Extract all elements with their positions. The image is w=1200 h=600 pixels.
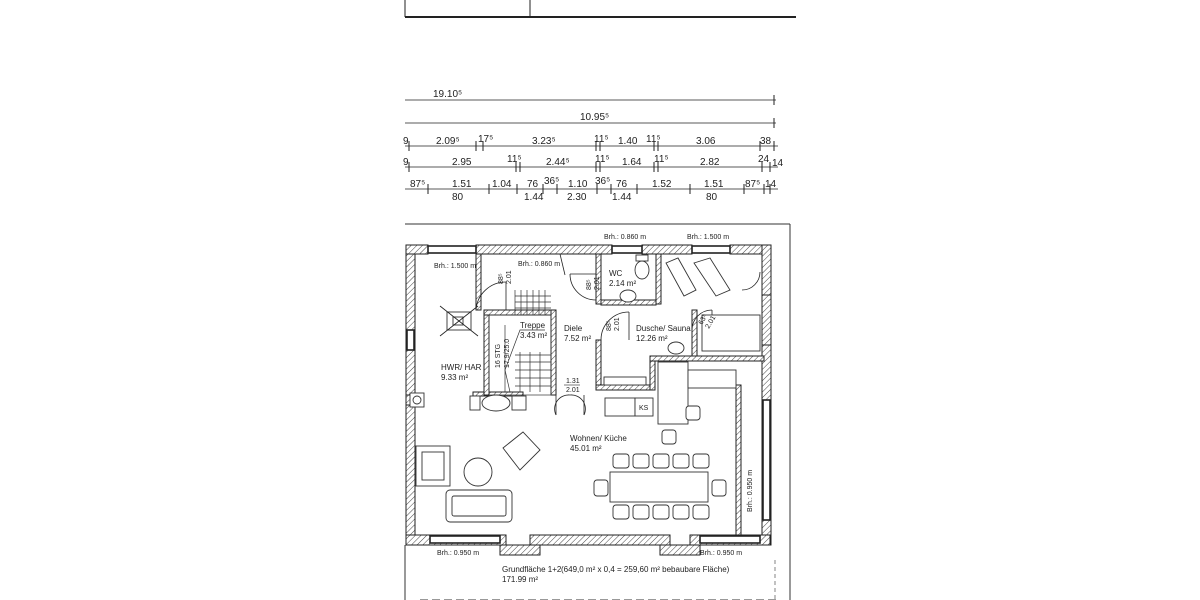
dim-r3-d: 3.23⁵: [532, 136, 556, 147]
door-label-hwr: 88⁵ 2.01: [498, 270, 513, 284]
room-treppe-area: 3.43 m²: [520, 331, 547, 340]
svg-text:1.31: 1.31: [566, 378, 580, 385]
dim-r5-g: 36⁵: [595, 176, 610, 187]
hwr-fixtures: [409, 305, 479, 408]
dim-r5-j: 1.51: [704, 179, 724, 190]
room-dusche-area: 12.26 m²: [636, 334, 668, 343]
fridge-label: KS: [639, 405, 649, 412]
window-label-top-a: Brh.: 0.860 m: [604, 234, 646, 241]
dim-r5-d: 76: [527, 179, 539, 190]
dim-r4-j: 14: [772, 158, 784, 169]
dim-r5-i: 1.52: [652, 179, 672, 190]
svg-text:2.01: 2.01: [506, 270, 513, 284]
dim-r5-b: 1.51: [452, 179, 472, 190]
svg-text:16 STG: 16 STG: [495, 344, 502, 368]
dim-r4-b: 2.95: [452, 157, 472, 168]
dim-r3-f: 1.40: [618, 136, 638, 147]
bath-fixtures: [603, 254, 761, 386]
room-wohnen-area: 45.01 m²: [570, 444, 602, 453]
doors: [475, 253, 761, 416]
svg-text:17.9/25.0: 17.9/25.0: [504, 339, 511, 368]
dim-r4-g: 11⁵: [654, 154, 669, 165]
dim-r3-a: 9: [403, 136, 409, 147]
footer-label: Grundfläche 1+2: [502, 565, 562, 574]
door-label-dusche: 88⁵ 2.01: [606, 317, 621, 331]
dim-r3-b: 2.09⁵: [436, 136, 460, 147]
room-dusche-name: Dusche/ Sauna: [636, 324, 691, 333]
windows: [406, 245, 771, 544]
dim-inner-length: 10.95⁵: [580, 112, 609, 123]
dim-r5-e: 36⁵: [544, 176, 559, 187]
svg-text:88⁵: 88⁵: [586, 279, 593, 290]
room-treppe-name: Treppe: [520, 321, 546, 330]
room-diele-area: 7.52 m²: [564, 334, 591, 343]
dim-r3-e: 11⁵: [594, 134, 609, 145]
footer-value: 171.99 m²: [502, 575, 538, 584]
room-hwr-name: HWR/ HAR: [441, 363, 482, 372]
dining-set: [593, 453, 727, 520]
dim-r3-i: 38: [760, 136, 772, 147]
svg-text:63⁵: 63⁵: [698, 313, 709, 326]
door-label-wc: 88⁵ 2.01: [586, 276, 601, 290]
dim-r5-c: 1.04: [492, 179, 512, 190]
window-label-hall: Brh.: 0.860 m: [518, 261, 560, 268]
room-hwr-area: 9.33 m²: [441, 373, 468, 382]
room-wc-name: WC: [609, 269, 623, 278]
stairs-note: 16 STG 17.9/25.0: [495, 339, 511, 368]
dim-r5-p: 1.44: [612, 192, 632, 203]
dim-r3-g: 11⁵: [646, 134, 661, 145]
dim-r5-h: 76: [616, 179, 628, 190]
dim-r5-a: 87⁵: [410, 179, 425, 190]
dim-r4-a: 9: [403, 157, 409, 168]
dim-r5-l: 14: [765, 179, 777, 190]
svg-text:2.01: 2.01: [594, 276, 601, 290]
dim-r4-d: 2.44⁵: [546, 157, 570, 168]
dimension-chain: 19.10⁵ 10.95⁵ 9 2.09⁵ 17⁵ 3.23⁵ 11⁵ 1.40…: [403, 89, 784, 203]
svg-text:2.01: 2.01: [614, 317, 621, 331]
dim-r5-f: 1.10: [568, 179, 588, 190]
dim-r5-k: 87⁵: [745, 179, 760, 190]
dim-r4-h: 2.82: [700, 157, 720, 168]
svg-text:88⁵: 88⁵: [498, 273, 505, 284]
window-label-right: Brh.: 0.950 m: [747, 470, 754, 512]
living-furniture: [415, 394, 541, 523]
staircase: [488, 290, 552, 396]
dim-r4-c: 11⁵: [507, 154, 522, 165]
window-label-bottom-left: Brh.: 0.950 m: [437, 550, 479, 557]
kitchen-block: [604, 361, 737, 445]
svg-text:2.01: 2.01: [566, 387, 580, 394]
dim-r5-m: 80: [452, 192, 464, 203]
site-frame: [404, 223, 791, 600]
window-label-top-b: Brh.: 1.500 m: [687, 234, 729, 241]
dim-r5-q: 80: [706, 192, 718, 203]
door-label-living: 1.31 2.01: [564, 378, 580, 394]
dim-r3-h: 3.06: [696, 136, 716, 147]
room-wc-area: 2.14 m²: [609, 279, 636, 288]
svg-text:88⁵: 88⁵: [606, 320, 613, 331]
footer-note: (649,0 m² x 0,4 = 259,60 m² bebaubare Fl…: [561, 565, 730, 574]
title-block: [404, 0, 796, 18]
dim-total-length: 19.10⁵: [433, 89, 462, 100]
dim-ticks-row4: [408, 162, 771, 172]
window-label-hwr: Brh.: 1.500 m: [434, 263, 476, 270]
dim-ticks-row5: [427, 184, 771, 194]
dim-r5-o: 2.30: [567, 192, 587, 203]
dim-r5-n: 1.44: [524, 192, 544, 203]
dim-r3-c: 17⁵: [478, 134, 493, 145]
dim-ticks-row3: [408, 141, 775, 151]
dim-r4-f: 1.64: [622, 157, 642, 168]
room-wohnen-name: Wohnen/ Küche: [570, 434, 627, 443]
dim-r4-i: 24: [758, 154, 770, 165]
room-diele-name: Diele: [564, 324, 583, 333]
window-label-bottom-right: Brh.: 0.950 m: [700, 550, 742, 557]
dim-r4-e: 11⁵: [595, 154, 610, 165]
